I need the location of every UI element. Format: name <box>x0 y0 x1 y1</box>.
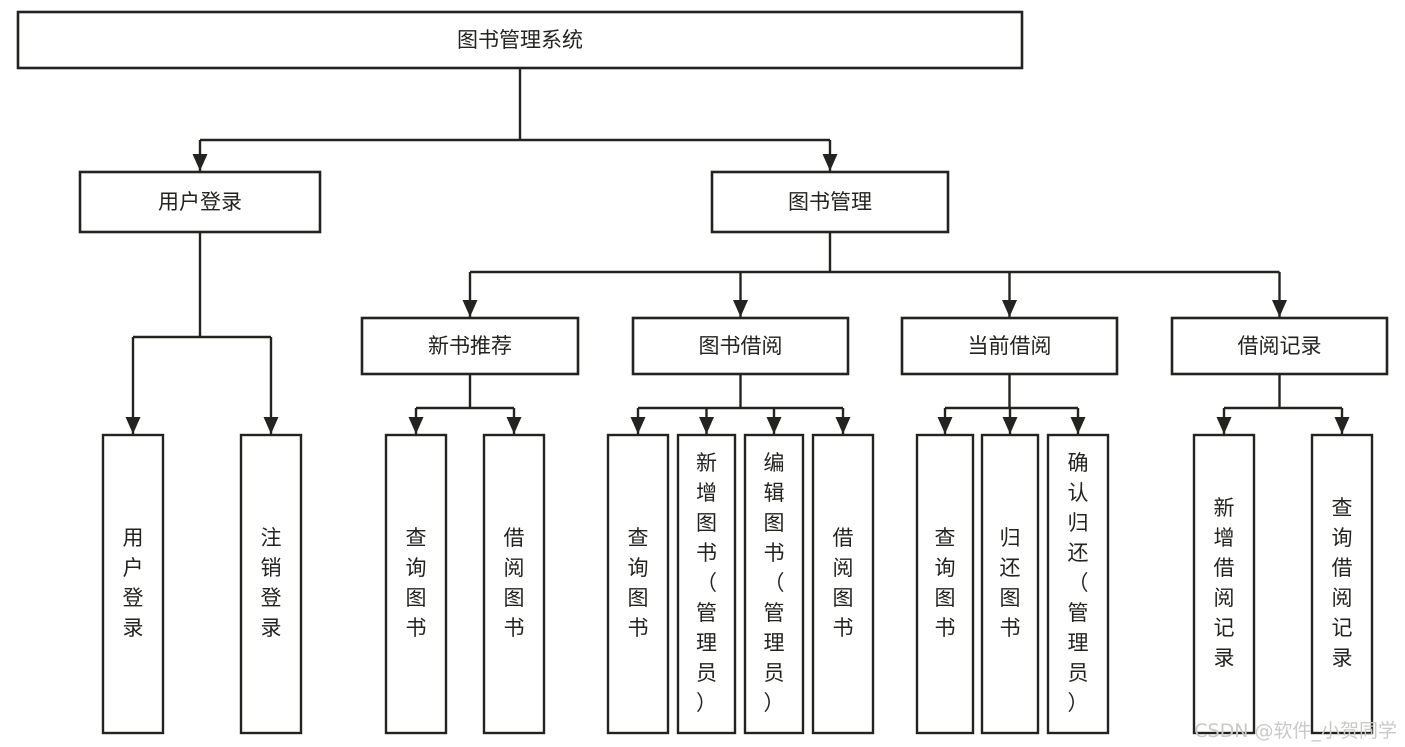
node-leaf-borrow-book-recommend[interactable]: 借阅图书 <box>482 433 546 735</box>
arrow-head-icon <box>462 300 478 317</box>
node-new-book-recommend[interactable]: 新书推荐 <box>360 316 580 376</box>
node-box[interactable] <box>915 433 975 735</box>
node-label: 借阅图书 <box>504 526 525 640</box>
node-box[interactable] <box>1310 433 1374 735</box>
node-borrow-record[interactable]: 借阅记录 <box>1170 316 1389 376</box>
node-label: 确认归还（管理员） <box>1068 451 1089 715</box>
node-book-borrow[interactable]: 图书借阅 <box>631 316 850 376</box>
arrow-head-icon <box>733 300 748 317</box>
arrow-head-icon <box>1002 300 1017 317</box>
node-box[interactable] <box>743 433 805 735</box>
node-box[interactable] <box>606 433 670 735</box>
node-label: 查询图书 <box>628 526 649 640</box>
connector-conn-userlogin-bus <box>125 232 279 434</box>
node-book-manage[interactable]: 图书管理 <box>710 170 950 234</box>
arrow-head-icon <box>125 417 141 434</box>
arrow-head-icon <box>1216 417 1232 434</box>
connector-conn-current-bus <box>937 374 1086 434</box>
node-user-login[interactable]: 用户登录 <box>78 170 322 234</box>
arrow-head-icon <box>506 417 522 434</box>
arrow-head-icon <box>630 417 646 434</box>
connector-layer <box>125 68 1350 434</box>
node-box[interactable] <box>384 433 448 735</box>
node-box[interactable] <box>676 433 737 735</box>
arrow-head-icon <box>766 417 782 434</box>
node-label: 用户登录 <box>158 190 242 214</box>
node-leaf-user-login[interactable]: 用户登录 <box>101 433 165 735</box>
node-leaf-logout[interactable]: 注销登录 <box>239 433 303 735</box>
node-box[interactable] <box>1192 433 1256 735</box>
node-leaf-query-book-recommend[interactable]: 查询图书 <box>384 433 448 735</box>
arrow-head-icon <box>835 417 851 434</box>
arrow-head-icon <box>699 417 714 434</box>
node-box[interactable] <box>360 316 580 376</box>
node-layer: 图书管理系统用户登录图书管理新书推荐图书借阅当前借阅借阅记录用户登录注销登录查询… <box>16 10 1389 735</box>
node-label: 查询图书 <box>406 526 427 640</box>
arrow-head-icon <box>1002 417 1018 434</box>
connector-conn-bookmanage-bus <box>462 232 1287 317</box>
connector-conn-record-bus <box>1216 374 1350 434</box>
node-label: 图书管理 <box>788 190 872 214</box>
node-box[interactable] <box>631 316 850 376</box>
node-label: 编辑图书（管理员） <box>764 451 785 715</box>
node-leaf-borrow-book[interactable]: 借阅图书 <box>811 433 875 735</box>
node-label: 新增图书（管理员） <box>696 451 717 715</box>
connector-conn-recommend-bus <box>408 374 522 434</box>
node-label: 图书借阅 <box>699 334 783 358</box>
node-box[interactable] <box>1170 316 1389 376</box>
node-label: 用户登录 <box>123 526 144 640</box>
node-label: 注销登录 <box>261 526 282 640</box>
node-label: 新增借阅记录 <box>1214 496 1235 670</box>
node-label: 借阅图书 <box>833 526 854 640</box>
node-box[interactable] <box>16 10 1024 70</box>
node-box[interactable] <box>900 316 1119 376</box>
node-box[interactable] <box>1046 433 1110 735</box>
node-label: 归还图书 <box>1000 526 1021 640</box>
node-box[interactable] <box>78 170 322 234</box>
node-label: 图书管理系统 <box>457 28 583 52</box>
node-leaf-query-book-borrow[interactable]: 查询图书 <box>606 433 670 735</box>
node-current-borrow[interactable]: 当前借阅 <box>900 316 1119 376</box>
arrow-head-icon <box>1272 300 1287 317</box>
node-box[interactable] <box>811 433 875 735</box>
node-leaf-return-book[interactable]: 归还图书 <box>980 433 1040 735</box>
arrow-head-icon <box>263 417 279 434</box>
node-leaf-query-borrow-record[interactable]: 查询借阅记录 <box>1310 433 1374 735</box>
connector-conn-borrow-bus <box>630 374 851 434</box>
arrow-head-icon <box>1334 417 1350 434</box>
node-label: 当前借阅 <box>968 334 1052 358</box>
node-label: 查询借阅记录 <box>1332 496 1353 670</box>
node-leaf-confirm-return[interactable]: 确认归还（管理员） <box>1046 433 1110 735</box>
arrow-head-icon <box>192 154 208 171</box>
node-box[interactable] <box>980 433 1040 735</box>
node-box[interactable] <box>710 170 950 234</box>
node-leaf-add-book[interactable]: 新增图书（管理员） <box>676 433 737 735</box>
node-box[interactable] <box>239 433 303 735</box>
node-leaf-query-book-current[interactable]: 查询图书 <box>915 433 975 735</box>
arrow-head-icon <box>937 417 953 434</box>
node-box[interactable] <box>482 433 546 735</box>
arrow-head-icon <box>822 154 838 171</box>
arrow-head-icon <box>1070 417 1086 434</box>
node-label: 新书推荐 <box>428 334 512 358</box>
node-label: 借阅记录 <box>1238 334 1322 358</box>
node-leaf-add-borrow-record[interactable]: 新增借阅记录 <box>1192 433 1256 735</box>
node-label: 查询图书 <box>935 526 956 640</box>
arrow-head-icon <box>408 417 424 434</box>
node-leaf-edit-book[interactable]: 编辑图书（管理员） <box>743 433 805 735</box>
node-root[interactable]: 图书管理系统 <box>16 10 1024 70</box>
connector-conn-root-bus <box>192 68 838 171</box>
csdn-watermark: CSDN @软件_小贺同学 <box>1194 720 1397 742</box>
node-box[interactable] <box>101 433 165 735</box>
